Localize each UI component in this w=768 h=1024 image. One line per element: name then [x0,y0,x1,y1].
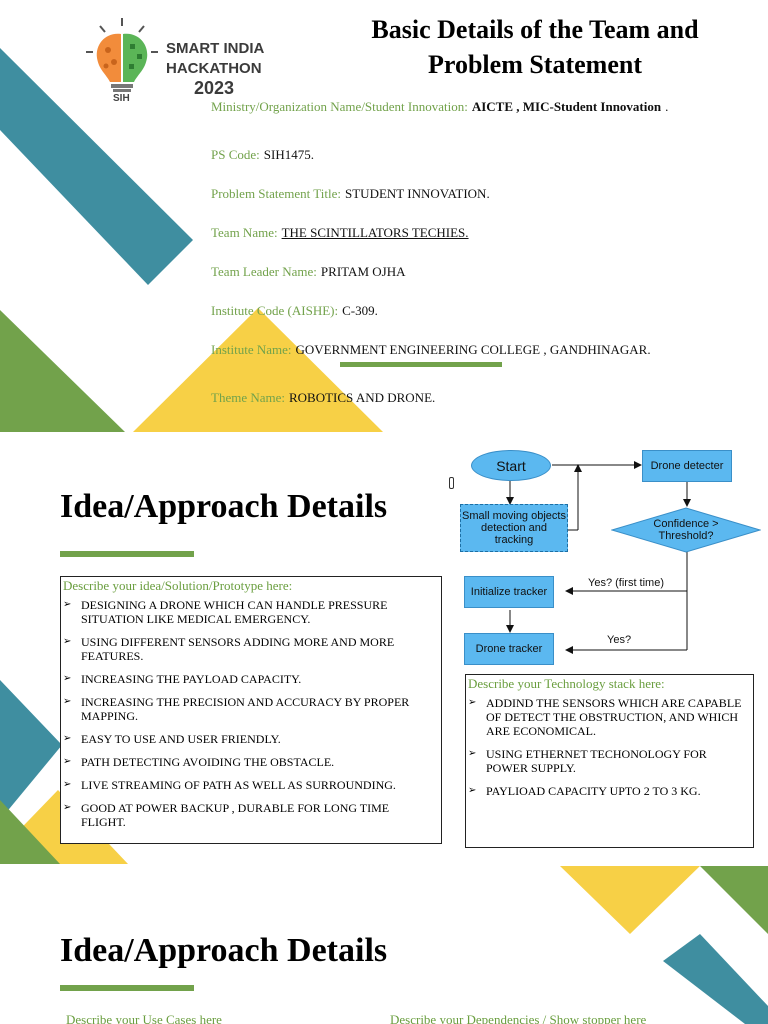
flow-node-confidence: Confidence > Threshold? [653,518,719,542]
field-label: Problem Statement Title: [211,186,342,201]
teal-diagonal-band-bottom [663,934,768,1024]
slide3-title: Idea/Approach Details [60,932,388,969]
field-theme-name: Theme Name: ROBOTICS AND DRONE. [211,389,435,407]
slide3-decor [560,866,768,1024]
field-value: STUDENT INNOVATION. [345,186,490,201]
tech-box: Describe your Technology stack here: ADD… [465,674,754,848]
field-label: Ministry/Organization Name/Student Innov… [211,99,468,114]
slide-idea-approach-2: Idea/Approach Details Describe your Use … [0,866,768,1024]
dependencies-heading: Describe your Dependencies / Show stoppe… [390,1012,647,1024]
list-item: PAYLIOAD CAPACITY UPTO 2 TO 3 KG. [468,784,747,798]
field-suffix: . [665,99,669,114]
teal-diagonal-band [0,48,193,285]
slide1-title: Basic Details of the Team and Problem St… [300,12,768,82]
tech-box-heading: Describe your Technology stack here: [468,676,665,691]
field-value: AICTE , MIC-Student Innovation [471,99,662,114]
field-value: SIH1475. [263,147,314,162]
idea-list: DESIGNING A DRONE WHICH CAN HANDLE PRESS… [63,598,435,829]
field-value: ROBOTICS AND DRONE. [289,390,436,405]
field-ps-code: PS Code: SIH1475. [211,146,314,164]
field-value: THE SCINTILLATORS TECHIES. [281,225,469,240]
list-item: GOOD AT POWER BACKUP , DURABLE FOR LONG … [63,801,435,829]
list-item: LIVE STREAMING OF PATH AS WELL AS SURROU… [63,778,435,792]
green-triangle [0,310,125,432]
field-institute-name: Institute Name: GOVERNMENT ENGINEERING C… [211,341,651,359]
slide1-decor [0,48,383,432]
flow-node-drone-detector: Drone detecter [642,450,732,482]
list-item: EASY TO USE AND USER FRIENDLY. [63,732,435,746]
idea-box-heading: Describe your idea/Solution/Prototype he… [63,578,293,593]
slide1-green-bar [340,362,502,367]
sih-logo: SIH SMART INDIA HACKATHON 2023 [82,16,282,106]
field-label: Institute Code (AISHE): [211,303,339,318]
flow-node-confidence-diamond [611,507,761,553]
slide-idea-approach: Idea/Approach Details Describe your idea… [0,440,768,864]
field-label: Team Name: [211,225,278,240]
list-item: USING DIFFERENT SENSORS ADDING MORE AND … [63,635,435,663]
tech-list: ADDIND THE SENSORS WHICH ARE CAPABLE OF … [468,696,747,798]
field-label: Team Leader Name: [211,264,317,279]
list-item: USING ETHERNET TECHONOLOGY FOR POWER SUP… [468,747,747,775]
field-value: GOVERNMENT ENGINEERING COLLEGE , GANDHIN… [295,342,651,357]
logo-year: 2023 [194,78,235,98]
field-team-leader: Team Leader Name: PRITAM OJHA [211,263,405,281]
green-triangle-left [0,800,60,864]
field-ps-title: Problem Statement Title: STUDENT INNOVAT… [211,185,490,203]
field-label: PS Code: [211,147,260,162]
use-cases-heading: Describe your Use Cases here [66,1012,222,1024]
flow-node-start: Start [471,450,551,481]
list-item: INCREASING THE PAYLOAD CAPACITY. [63,672,435,686]
list-item: INCREASING THE PRECISION AND ACCURACY BY… [63,695,435,723]
flow-label-yes-first: Yes? (first time) [588,577,665,589]
list-item: PATH DETECTING AVOIDING THE OBSTACLE. [63,755,435,769]
list-item: ADDIND THE SENSORS WHICH ARE CAPABLE OF … [468,696,747,738]
field-label: Theme Name: [211,390,285,405]
slide1-title-line1: Basic Details of the Team and [371,15,699,44]
logo-badge: SIH [113,93,130,104]
field-label: Institute Name: [211,342,292,357]
slide3-green-bar [60,985,194,991]
flow-node-init-tracker: Initialize tracker [464,576,554,608]
slide2-green-bar [60,551,194,557]
slide1-title-line2: Problem Statement [428,50,642,79]
idea-box: Describe your idea/Solution/Prototype he… [60,576,442,844]
field-ministry: Ministry/Organization Name/Student Innov… [211,98,668,116]
logo-line2: HACKATHON [166,60,262,77]
teal-triangle-left [0,680,62,820]
yellow-triangle-top [560,866,700,934]
logo-line1: SMART INDIA [166,40,265,57]
flow-label-yes: Yes? [607,634,632,646]
list-item: DESIGNING A DRONE WHICH CAN HANDLE PRESS… [63,598,435,626]
small-marker [449,477,454,489]
slide-basic-details: SIH SMART INDIA HACKATHON 2023 Basic Det… [0,0,768,432]
brain-bulb-icon [86,18,158,92]
green-triangle-top [700,866,768,934]
yellow-triangle [133,308,383,432]
flowchart-connectors [506,461,691,654]
flow-node-drone-tracker: Drone tracker [464,633,554,665]
field-team-name: Team Name: THE SCINTILLATORS TECHIES. [211,224,469,242]
field-institute-code: Institute Code (AISHE): C-309. [211,302,378,320]
field-value: C-309. [342,303,378,318]
field-value: PRITAM OJHA [320,264,406,279]
flow-node-small-moving: Small moving objects detection and track… [460,504,568,552]
slide2-title: Idea/Approach Details [60,488,388,525]
